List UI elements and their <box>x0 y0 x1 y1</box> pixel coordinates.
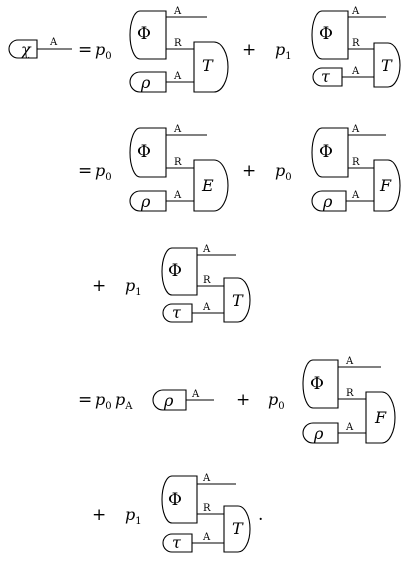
f-effect <box>365 391 396 444</box>
term-phi-rho-f: Φ A R ρ A F <box>302 356 396 444</box>
wire-label-r: R <box>346 388 354 399</box>
term-phi-rho-f: Φ A R ρ A F <box>311 124 401 212</box>
tau-symbol: τ <box>172 303 182 322</box>
chi-symbol: χ <box>20 40 32 59</box>
phi-box <box>302 359 339 409</box>
coefficient-p: p0 <box>268 390 285 412</box>
t-effect <box>223 277 251 323</box>
tau-state <box>162 533 193 553</box>
wire-label-a: A <box>173 190 182 201</box>
phi-symbol: Φ <box>168 261 182 281</box>
f-effect <box>373 159 401 212</box>
wire-label-a: A <box>202 473 211 484</box>
wire-label-a: A <box>173 71 182 82</box>
coefficient-p: p0 <box>95 390 112 412</box>
term-phi-tau-t: Φ A R τ A T <box>161 473 251 553</box>
phi-box <box>129 10 167 60</box>
wire-label-a: A <box>351 124 360 135</box>
period: . <box>258 505 263 525</box>
wire-label-a: A <box>351 190 360 201</box>
tau-state <box>162 303 193 323</box>
rho-state <box>129 190 167 212</box>
coefficient-p: p1 <box>125 276 142 298</box>
f-symbol: F <box>379 176 392 195</box>
equals-sign: = <box>78 161 92 181</box>
wire-label-r: R <box>203 503 211 514</box>
rho-state <box>311 190 347 212</box>
equals-sign: = <box>78 40 92 60</box>
wire-label-a: A <box>202 302 211 313</box>
t-symbol: T <box>232 519 244 538</box>
e-effect <box>193 159 229 212</box>
wire-label-a: A <box>351 66 360 77</box>
rho-symbol: ρ <box>140 73 151 92</box>
term-phi-tau-t: Φ A R τ A T <box>311 6 401 88</box>
term-phi-tau-t: Φ A R τ A T <box>161 244 251 323</box>
wire-label-a: A <box>351 6 360 17</box>
wire-label-a: A <box>202 244 211 255</box>
plus-sign: + <box>242 161 256 181</box>
tau-state <box>312 67 343 87</box>
rho-state <box>129 71 167 93</box>
t-symbol: T <box>232 291 244 310</box>
plus-sign: + <box>92 276 106 296</box>
wire-label-a: A <box>202 532 211 543</box>
phi-symbol: Φ <box>319 142 333 162</box>
rho-symbol: ρ <box>163 391 174 410</box>
coefficient-p: p0 <box>95 161 112 183</box>
wire-label-a: A <box>345 356 354 367</box>
plus-sign: + <box>236 390 250 410</box>
phi-symbol: Φ <box>310 374 324 394</box>
coefficient-p: p1 <box>125 505 142 527</box>
wire-label-a: A <box>49 37 58 48</box>
rho-symbol: ρ <box>322 192 333 211</box>
e-symbol: E <box>201 176 214 195</box>
term-phi-rho-t: Φ A R ρ A T <box>129 6 229 93</box>
coefficient-p: p0 <box>95 40 112 62</box>
wire-label-a: A <box>173 6 182 17</box>
plus-sign: + <box>242 40 256 60</box>
phi-box <box>129 127 167 178</box>
coefficient-p: p1 <box>275 40 292 62</box>
wire-label-r: R <box>174 38 182 49</box>
plus-sign: + <box>92 505 106 525</box>
tau-symbol: τ <box>172 533 182 552</box>
coefficient-p: p0 <box>275 161 292 183</box>
phi-box <box>311 127 349 178</box>
t-effect <box>373 42 401 88</box>
coefficient-p-a: pA <box>115 390 133 412</box>
wire-label-r: R <box>352 157 360 168</box>
rho-symbol: ρ <box>140 192 151 211</box>
wire-label-a: A <box>173 124 182 135</box>
phi-box <box>161 247 198 296</box>
phi-symbol: Φ <box>137 142 151 162</box>
wire-label-r: R <box>174 157 182 168</box>
t-symbol: T <box>202 56 214 75</box>
t-symbol: T <box>381 56 393 75</box>
rho-state <box>302 422 339 444</box>
t-effect <box>223 505 251 553</box>
tau-symbol: τ <box>321 67 331 86</box>
chi-state: χ <box>8 39 38 59</box>
phi-symbol: Φ <box>137 24 151 44</box>
equals-sign: = <box>78 390 92 410</box>
phi-symbol: Φ <box>319 24 333 44</box>
wire-label-a: A <box>345 422 354 433</box>
f-symbol: F <box>374 408 387 427</box>
phi-box <box>311 10 349 60</box>
wire-label-a: A <box>191 389 200 400</box>
phi-symbol: Φ <box>168 490 182 510</box>
phi-box <box>161 475 198 524</box>
t-effect <box>193 41 229 93</box>
wire-label-r: R <box>203 275 211 286</box>
rho-symbol: ρ <box>313 424 324 443</box>
rho-state-standalone: ρ A <box>152 389 214 411</box>
wire-label-r: R <box>352 38 360 49</box>
term-phi-rho-e: Φ A R ρ A E <box>129 124 229 212</box>
